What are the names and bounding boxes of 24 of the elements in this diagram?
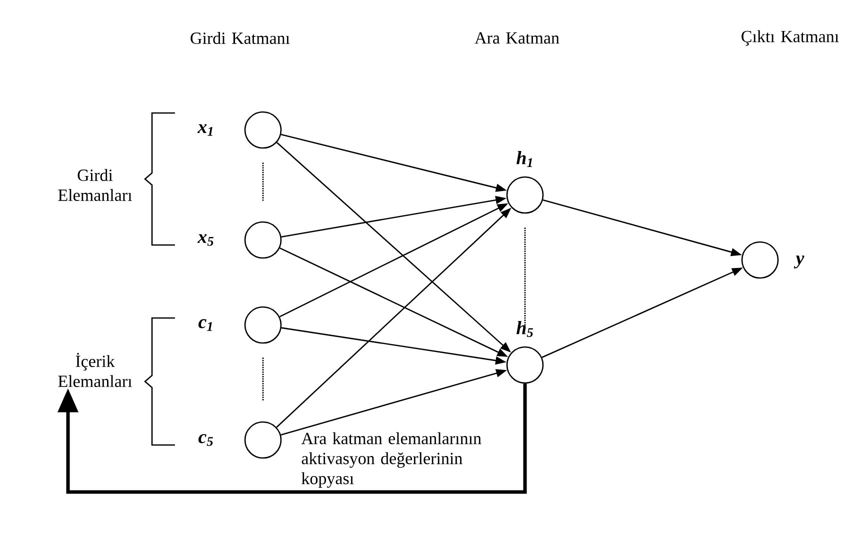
layer-heading: Girdi Katmanı — [190, 32, 290, 44]
text-label: İçerik Elemanları — [58, 352, 132, 388]
neuron-circle — [244, 221, 282, 259]
neuron-circle — [244, 306, 282, 344]
neuron-circle — [506, 176, 544, 214]
variable-label: x$_{5}$ — [197, 234, 214, 246]
variable-label: c$_{5}$ — [198, 434, 213, 446]
variable-label: y — [794, 256, 804, 268]
group-label: Girdi Elemanları — [58, 169, 132, 201]
neuron-circle — [244, 421, 282, 459]
dotted-line — [262, 358, 264, 402]
edge-label: Ara katman elemanlarının aktivasyon değerlerinin kopyası — [301, 432, 482, 488]
variable-label: h$_{5}$ — [516, 320, 534, 338]
neuron-circle — [506, 346, 544, 384]
layer-heading: Çıktı Katmanı — [742, 30, 839, 46]
variable-label: h$_{1}$ — [516, 151, 532, 167]
dotted-line — [524, 228, 526, 326]
feedback-arrow — [58, 384, 527, 494]
neuron-circle — [741, 241, 779, 279]
variable-label: c$_{1}$ — [198, 319, 212, 331]
dotted-line — [262, 162, 264, 202]
neuron-circle — [244, 111, 282, 149]
layer-heading: Ara Katman — [474, 32, 560, 44]
variable-label: x$_{1}$ — [197, 124, 212, 136]
